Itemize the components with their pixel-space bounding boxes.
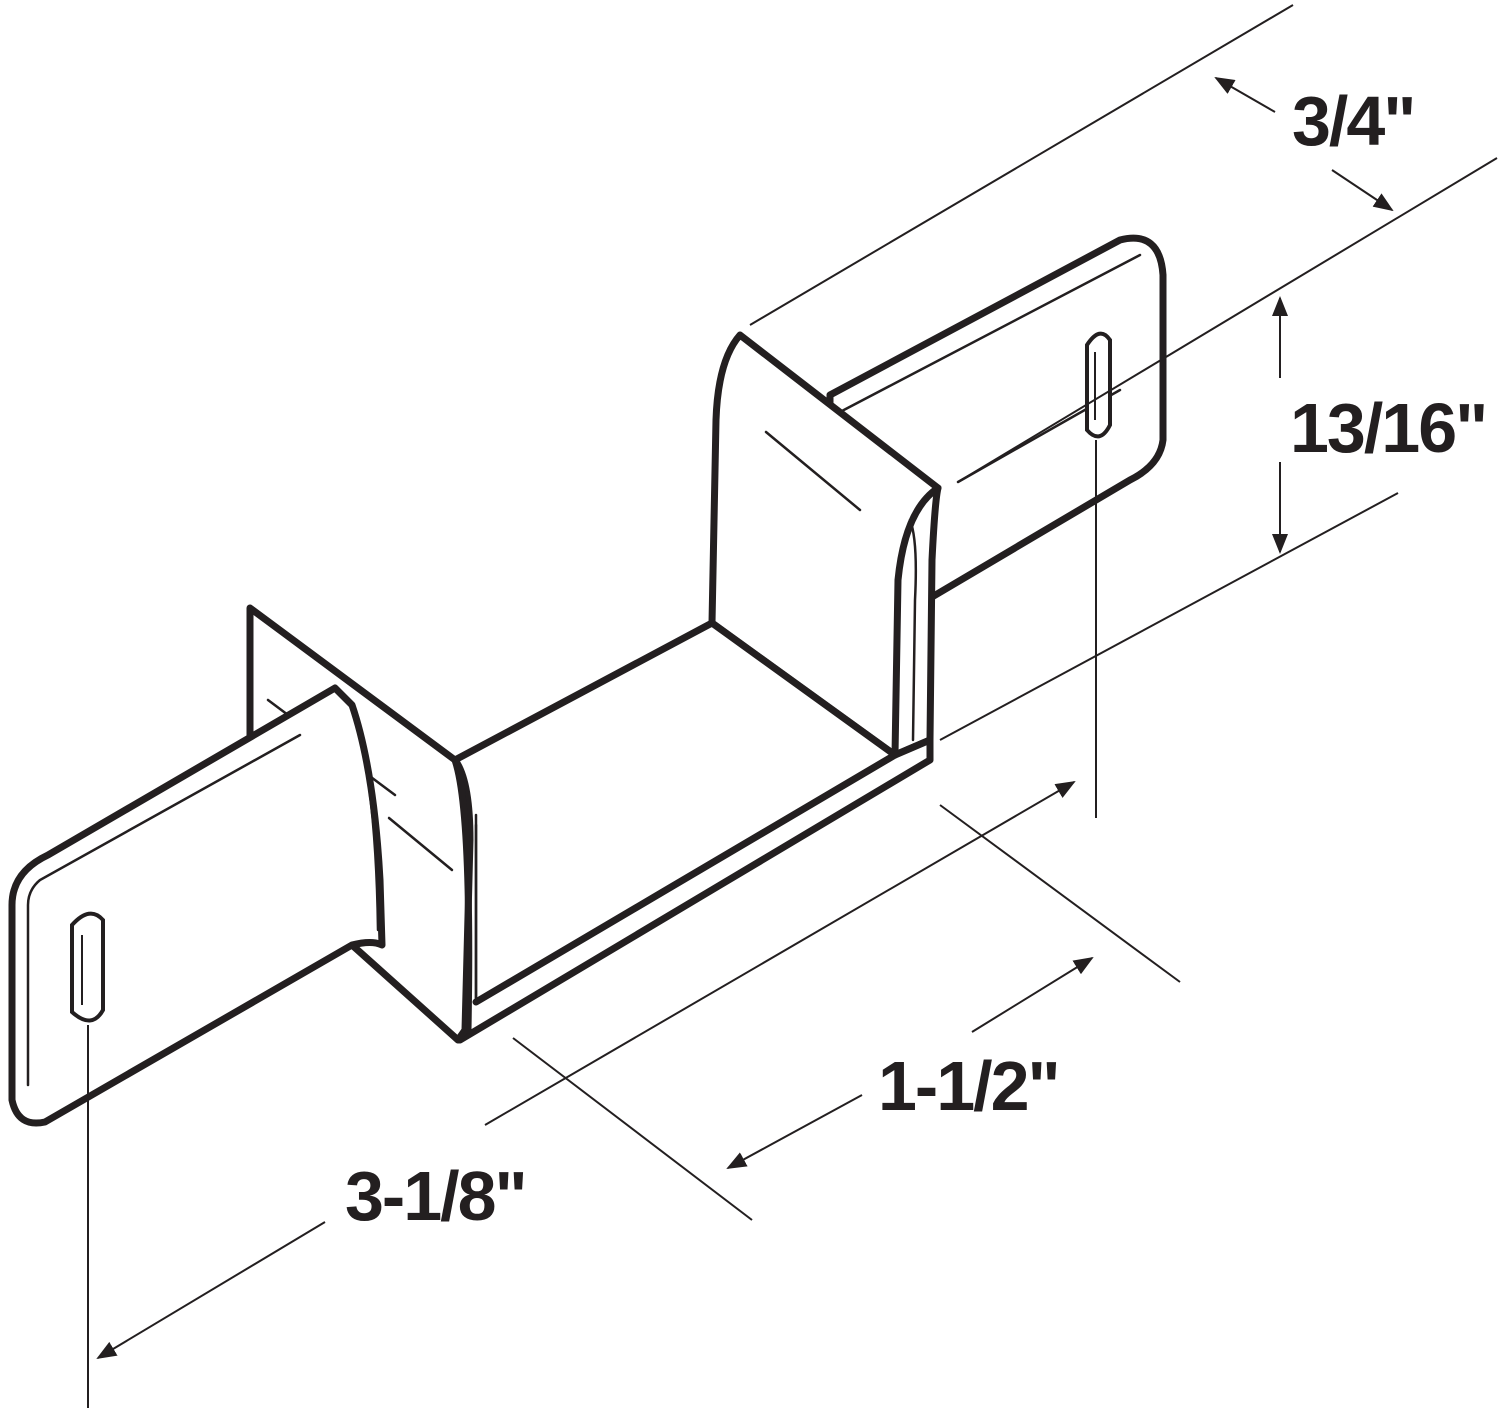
right-upright-wall: [708, 331, 942, 759]
base-channel: [451, 619, 934, 1044]
overall-length-arrow-right: [484, 780, 1076, 1126]
depth-arrow-up: [1214, 77, 1276, 113]
left-mounting-tab: [8, 684, 386, 1127]
depth-label: 3/4": [1292, 82, 1415, 160]
inner-width-label: 1-1/2": [878, 1047, 1059, 1125]
right-mounting-slot: [1085, 331, 1112, 439]
depth-arrow-down: [1331, 169, 1394, 212]
height-label: 13/16": [1290, 389, 1486, 467]
overall-length-label: 3-1/8": [345, 1157, 526, 1235]
inner-width-arrow-left: [726, 1094, 863, 1169]
overall-length-arrow-left: [96, 1221, 326, 1360]
inner-width-arrow-right: [971, 956, 1094, 1033]
left-mounting-slot: [70, 911, 105, 1023]
bracket-part: [8, 234, 1167, 1127]
dimension-lines: [87, 4, 1498, 1408]
